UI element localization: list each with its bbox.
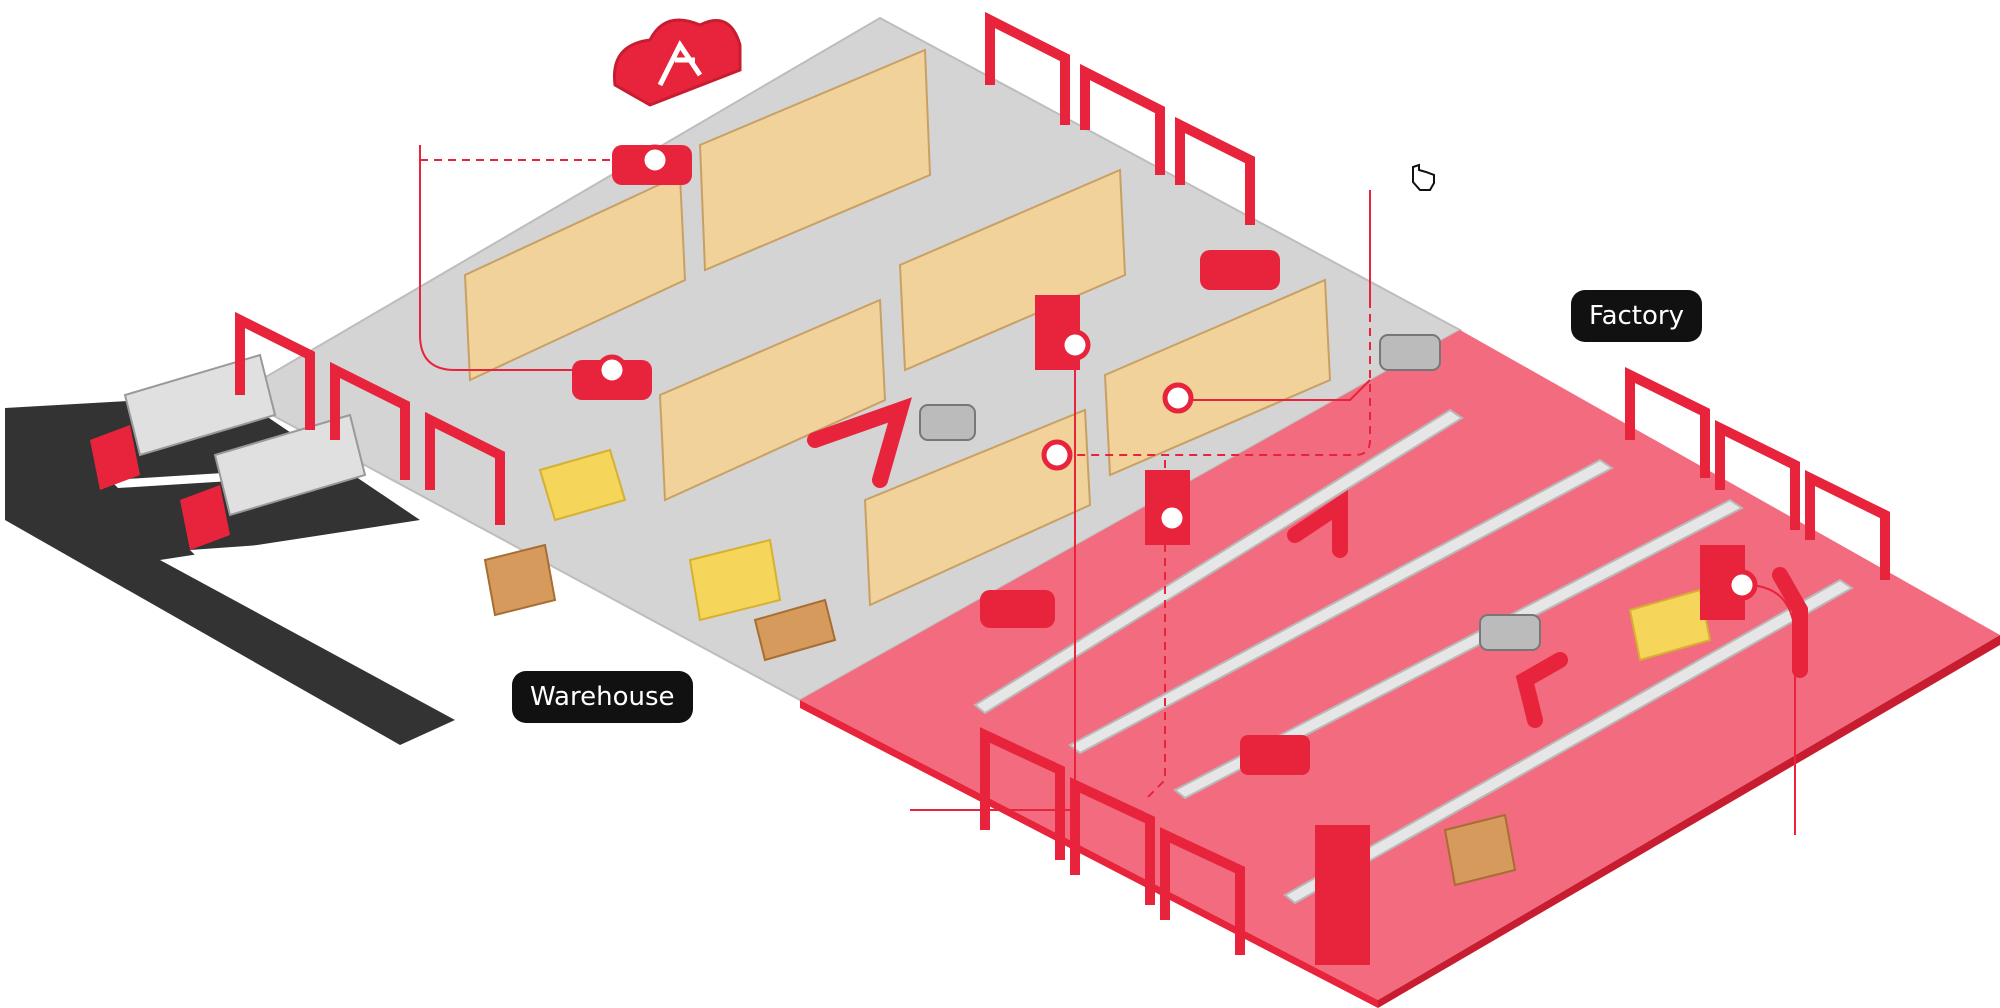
hotspot-marker-icon[interactable] — [1059, 329, 1091, 361]
cloud-logo-icon — [612, 18, 742, 107]
factory-floor-edge — [800, 700, 1378, 1008]
factory-floor — [800, 330, 2000, 1000]
shelving-racks — [463, 48, 1332, 607]
dock-doors — [235, 11, 1890, 955]
hotspot-marker-icon[interactable] — [639, 144, 671, 176]
warehouse-label[interactable]: Warehouse — [512, 671, 693, 723]
connector-lines — [419, 145, 1796, 835]
hotspot-marker-icon[interactable] — [596, 354, 628, 386]
robot-arms — [807, 397, 1808, 728]
factory-floor-edge-right — [1378, 635, 2000, 1008]
conveyors — [973, 408, 1854, 905]
agv-carts — [919, 334, 1541, 651]
hotspot-marker-icon[interactable] — [1726, 569, 1758, 601]
hotspot-marker-icon[interactable] — [1162, 382, 1194, 414]
hotspot-marker-icon[interactable] — [1156, 502, 1188, 534]
factory-label[interactable]: Factory — [1571, 290, 1702, 342]
pallets — [483, 543, 1517, 887]
box-piles — [538, 448, 1712, 662]
hotspot-marker-icon[interactable] — [1041, 439, 1073, 471]
hand-pointer-icon — [1412, 163, 1435, 191]
